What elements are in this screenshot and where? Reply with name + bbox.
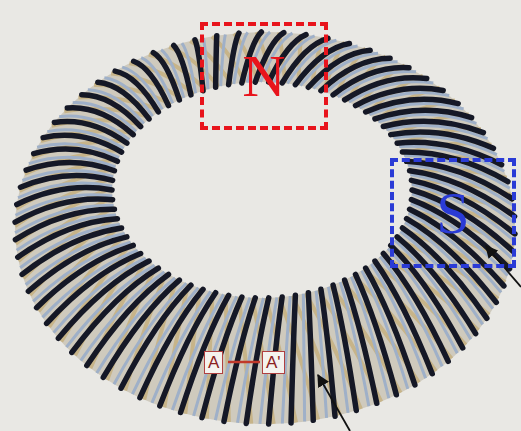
leader-line [318,375,350,431]
winding [28,237,126,291]
winding [321,58,390,90]
winding [291,295,295,423]
winding [221,34,226,86]
section-label: A [204,351,223,374]
north-pole-box: N [200,22,328,130]
winding [174,46,191,95]
pole-letter: N [236,46,291,106]
section-label: A' [262,351,285,374]
winding [43,135,121,152]
winding [153,53,179,100]
winding [216,36,217,88]
winding [295,44,349,85]
winding [308,293,313,421]
winding [17,188,112,205]
winding [308,50,370,87]
winding [345,280,377,403]
winding [229,33,239,85]
winding [20,175,112,187]
winding [402,152,507,182]
winding [224,298,255,421]
south-pole-box: S [390,158,516,268]
winding [202,297,242,418]
winding [333,285,356,410]
winding [15,199,112,222]
winding [321,289,335,416]
winding [375,110,472,119]
winding [391,245,463,348]
winding [26,162,114,170]
winding [303,294,304,422]
winding [22,228,121,274]
winding [383,253,448,361]
section-line [228,361,260,364]
toroid-core [15,32,515,424]
winding [34,149,118,161]
pole-letter: S [430,183,475,243]
winding [18,219,118,257]
